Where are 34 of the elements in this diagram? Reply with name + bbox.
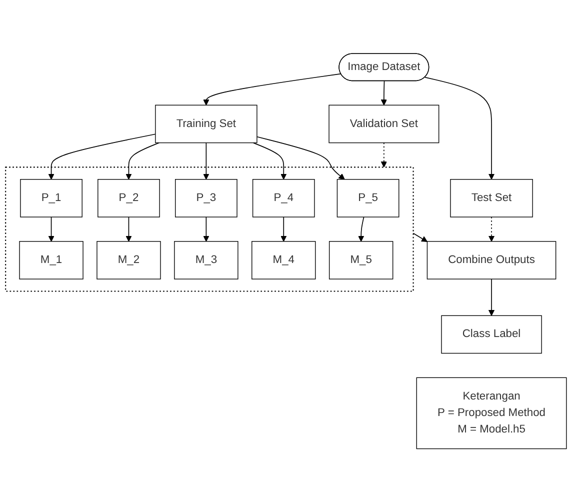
node-box: P_2 [98,178,160,218]
node-box: P_3 [175,178,238,218]
node-box: P_5 [336,178,400,218]
node-box: P_1 [20,178,82,218]
arrow [412,232,428,242]
cluster [5,166,414,292]
node-box: M_2 [96,240,161,280]
arrow [203,73,342,106]
node-box: Class Label [441,315,542,354]
arrow [380,142,387,168]
arrow [358,216,364,242]
arrow [252,142,287,180]
node-box: Validation Set [328,104,440,143]
arrow [256,136,345,180]
node-box: Keterangan P = Proposed Method M = Model.h5 [416,377,567,449]
node-box: M_4 [252,240,316,280]
node-box: M_1 [19,240,84,280]
arrow [488,278,495,316]
arrow [48,134,156,180]
node-box: M_5 [328,240,394,280]
arrow [488,216,495,242]
arrow [203,142,210,180]
arrow [203,216,210,242]
node-box: Training Set [155,104,258,143]
arrow [48,216,54,242]
node-box: P_4 [252,178,315,218]
arrow [126,142,160,180]
arrow [380,80,387,106]
node-box: Combine Outputs [426,240,556,280]
arrow [424,76,495,180]
node-box: Test Set [450,178,533,218]
node-box: M_3 [174,240,238,280]
arrow [126,216,132,242]
arrow [280,216,287,242]
